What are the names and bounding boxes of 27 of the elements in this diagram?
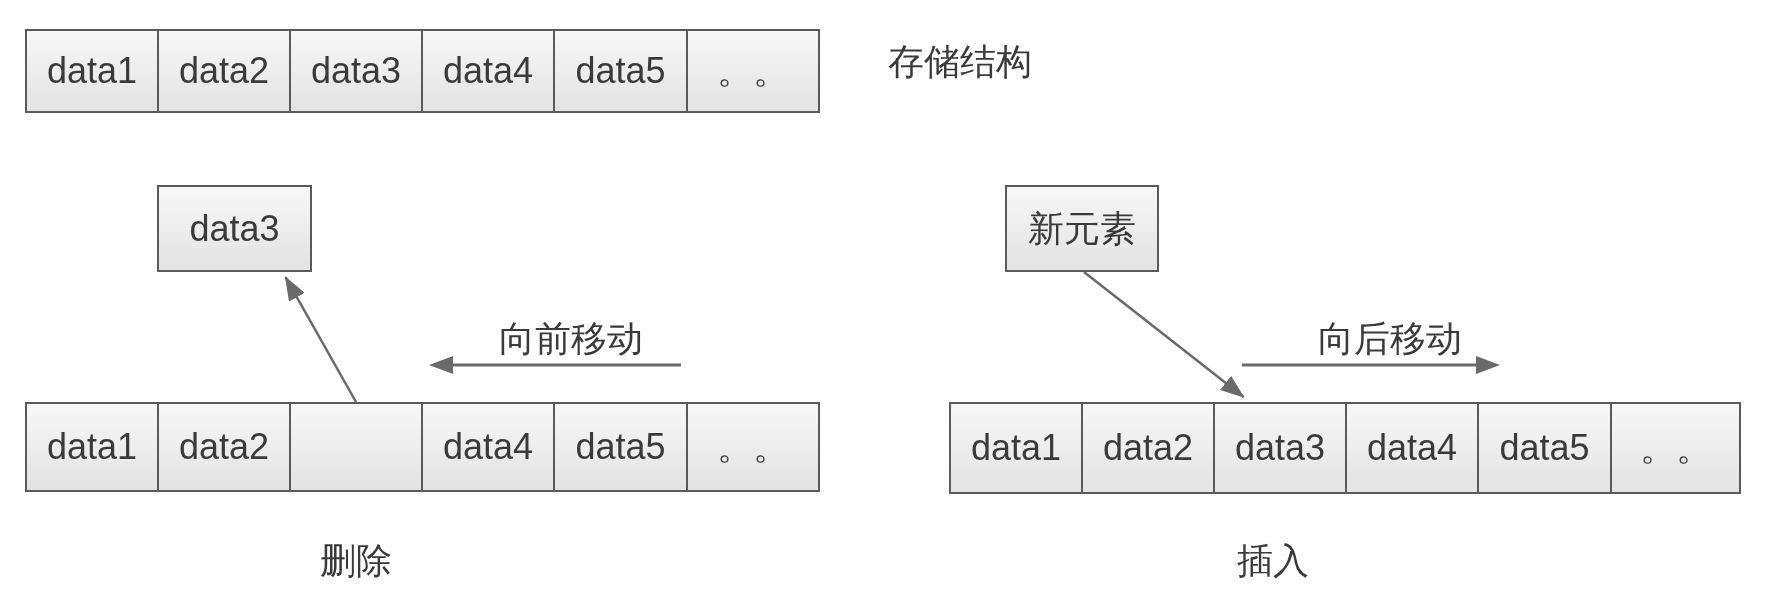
array-cell: 。。 (686, 402, 820, 492)
array-cell: data1 (25, 29, 159, 113)
array-cell: data4 (421, 402, 555, 492)
array-cell: data5 (553, 29, 688, 113)
array-cell: data3 (289, 29, 423, 113)
arrow-label: 向前移动 (499, 319, 643, 359)
array-cell: data5 (553, 402, 688, 492)
array-cell: data4 (421, 29, 555, 113)
caption: 存储结构 (888, 42, 1032, 82)
array-cell: data1 (949, 402, 1083, 494)
array-cell: data2 (157, 402, 291, 492)
arrow (284, 276, 358, 403)
element-box: data3 (157, 185, 312, 272)
array-cell (289, 402, 423, 492)
array-cell: data1 (25, 402, 159, 492)
caption: 删除 (320, 541, 392, 581)
array-cell: data3 (1213, 402, 1347, 494)
arrow-label: 向后移动 (1318, 319, 1462, 359)
array-cell: data2 (157, 29, 291, 113)
arrow (1083, 271, 1245, 399)
array-cell: 。。 (1610, 402, 1741, 494)
caption: 插入 (1237, 541, 1309, 581)
array-cell: data5 (1477, 402, 1612, 494)
element-box: 新元素 (1005, 185, 1159, 272)
array-cell: data2 (1081, 402, 1215, 494)
array-cell: 。。 (686, 29, 820, 113)
array-cell: data4 (1345, 402, 1479, 494)
